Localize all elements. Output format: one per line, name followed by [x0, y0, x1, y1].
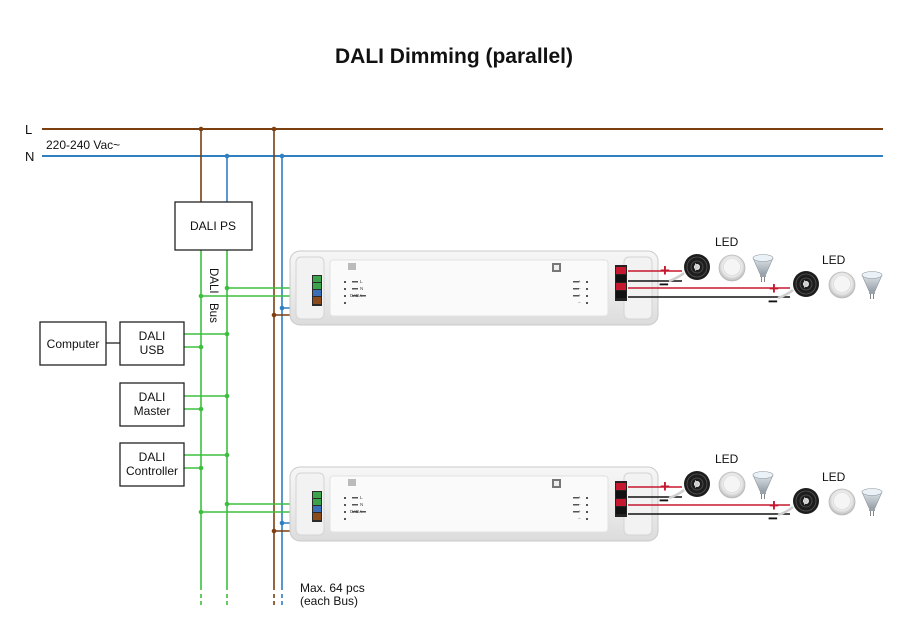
plus-sign: + — [660, 477, 670, 496]
led-group-1: LED — [667, 235, 774, 283]
computer-box: Computer — [39, 321, 107, 366]
bus-label-dali: DALI — [207, 268, 219, 294]
plus-sign: + — [769, 496, 779, 515]
dali-usb-label-1: DALI — [139, 329, 166, 343]
minus-sign: − — [659, 491, 669, 510]
dali-controller-label-1: DALI — [139, 450, 166, 464]
svg-text:L: L — [360, 279, 363, 284]
led-group-4: LED — [776, 470, 883, 517]
svg-text:−: − — [578, 286, 581, 291]
led-group-2: LED — [776, 253, 883, 300]
dali-usb-label-2: USB — [140, 343, 165, 357]
driver-2-outputs: + − + − — [628, 477, 790, 528]
dali-master-box: DALI Master — [119, 382, 185, 427]
mr16-bulb-icon — [752, 254, 774, 283]
svg-text:DA: DA — [356, 509, 362, 514]
minus-sign: − — [768, 509, 778, 528]
dali-ps-label: DALI PS — [190, 219, 236, 233]
dali-master-label-2: Master — [134, 404, 171, 418]
led-strip-icon — [667, 252, 712, 283]
dali-ps-box: DALI PS — [174, 201, 253, 251]
dali-master-label-1: DALI — [139, 390, 166, 404]
svg-text:+: + — [578, 509, 581, 514]
led-label: LED — [822, 470, 846, 484]
svg-text:+: + — [578, 293, 581, 298]
plus-sign: + — [769, 279, 779, 298]
svg-text:N: N — [360, 286, 363, 291]
bus-label-bus: Bus — [207, 303, 219, 323]
dali-usb-box: DALI USB — [119, 321, 185, 366]
minus-sign: − — [659, 275, 669, 294]
svg-text:−: − — [578, 502, 581, 507]
dali-bus-wiring: DALI Bus — [184, 250, 322, 607]
led-strip-icon — [776, 486, 821, 517]
led-driver-2: L N DA DA + − + − — [289, 466, 659, 542]
mains-wiring: L N 220-240 Vac~ — [25, 122, 883, 607]
downlight-icon — [718, 471, 746, 499]
downlight-icon — [828, 488, 856, 516]
svg-text:N: N — [360, 502, 363, 507]
plus-sign: + — [660, 261, 670, 280]
svg-text:+: + — [578, 495, 581, 500]
diagram-title: DALI Dimming (parallel) — [335, 45, 573, 68]
led-label: LED — [822, 253, 846, 267]
led-label: LED — [715, 452, 739, 466]
line-label: L — [25, 122, 32, 137]
svg-text:+: + — [578, 279, 581, 284]
mr16-bulb-icon — [752, 471, 774, 500]
svg-text:DA: DA — [350, 293, 356, 298]
svg-text:DA: DA — [350, 509, 356, 514]
led-label: LED — [715, 235, 739, 249]
svg-text:L: L — [360, 495, 363, 500]
minus-sign: − — [768, 292, 778, 311]
driver-1-outputs: + − + − — [628, 261, 790, 311]
mr16-bulb-icon — [861, 488, 883, 517]
led-strip-icon — [667, 469, 712, 500]
downlight-icon — [718, 254, 746, 282]
dali-controller-label-2: Controller — [126, 464, 178, 478]
led-group-3: LED — [667, 452, 774, 500]
neutral-label: N — [25, 149, 34, 164]
max-devices-note-sub: (each Bus) — [300, 594, 358, 608]
downlight-icon — [828, 271, 856, 299]
voltage-label: 220-240 Vac~ — [46, 138, 120, 152]
svg-text:−: − — [578, 516, 581, 521]
led-driver-1: L N DA DA + − + − — [289, 250, 659, 326]
dali-controller-box: DALI Controller — [119, 442, 185, 487]
computer-label: Computer — [47, 337, 100, 351]
svg-text:−: − — [578, 300, 581, 305]
svg-text:DA: DA — [356, 293, 362, 298]
max-devices-note: Max. 64 pcs — [300, 581, 365, 595]
mr16-bulb-icon — [861, 271, 883, 300]
led-strip-icon — [776, 269, 821, 300]
